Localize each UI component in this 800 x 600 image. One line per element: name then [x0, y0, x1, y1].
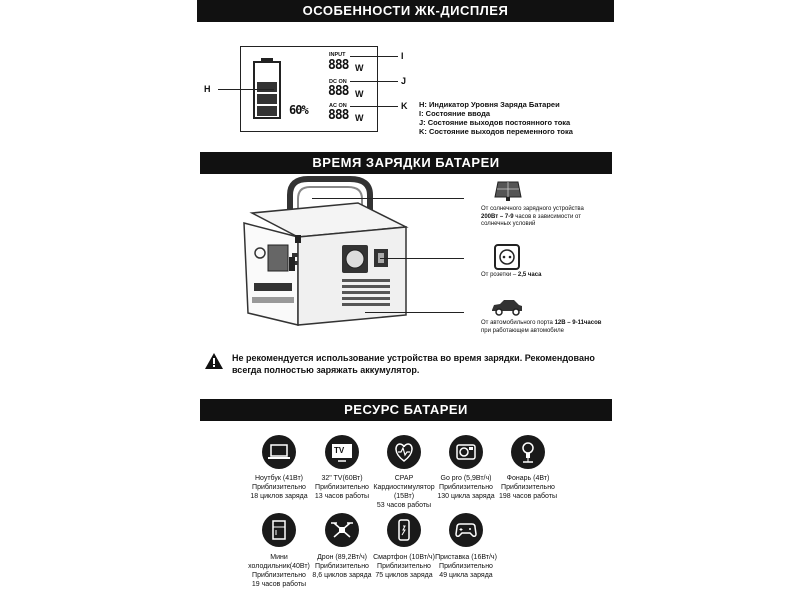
- legend-i: I: Состояние ввода: [419, 109, 491, 118]
- gamepad-icon: [449, 513, 483, 547]
- lcd-dc-label: DC ON: [329, 79, 347, 85]
- cpap-heart-icon: [387, 435, 421, 469]
- lcd-dc-digits: 888: [328, 84, 350, 99]
- charge-line-outlet: [380, 258, 464, 259]
- label-k: K: [401, 101, 408, 111]
- leader-line-i: [350, 56, 398, 57]
- lcd-ac-label: AC ON: [329, 103, 347, 109]
- tv-icon: TV: [325, 435, 359, 469]
- label-i: I: [401, 51, 404, 61]
- outlet-charge-text: От розетки – 2,5 часа: [481, 272, 542, 278]
- legend-j: J: Состояние выходов постоянного тока: [419, 118, 571, 127]
- lcd-dc-unit: W: [355, 89, 364, 99]
- charge-line-car: [365, 312, 464, 313]
- mini-fridge-icon: [262, 513, 296, 547]
- solar-panel-icon: [494, 181, 522, 201]
- resource-section-title: РЕСУРС БАТАРЕИ: [200, 399, 612, 421]
- leader-line-j: [350, 81, 398, 82]
- lcd-section-title: ОСОБЕННОСТИ ЖК-ДИСПЛЕЯ: [197, 0, 614, 22]
- warning-icon: [205, 353, 223, 369]
- charge-line-solar: [312, 198, 464, 199]
- car-icon: [492, 300, 522, 316]
- legend-h: H: Индикатор Уровня Заряда Батареи: [419, 100, 560, 109]
- lcd-input-label: INPUT: [329, 52, 346, 58]
- legend-k: K: Состояние выходов переменного тока: [419, 127, 573, 136]
- drone-icon: [325, 513, 359, 547]
- outlet-icon: [494, 244, 520, 270]
- smartphone-icon: [387, 513, 421, 547]
- lcd-percent: 60%: [289, 103, 309, 117]
- lcd-ac-digits: 888: [328, 108, 350, 123]
- gopro-camera-icon: [449, 435, 483, 469]
- lamp-icon: [511, 435, 545, 469]
- lcd-input-digits: 888: [328, 58, 350, 73]
- leader-line-h: [218, 89, 274, 90]
- label-h: H: [204, 84, 211, 94]
- battery-level-icon: [253, 58, 281, 119]
- tv-icon-label: TV: [334, 446, 345, 455]
- laptop-icon: [262, 435, 296, 469]
- car-charge-text: От автомобильного порта 12В – 9-11часов …: [481, 320, 602, 334]
- lcd-legend: H: Индикатор Уровня Заряда Батареи I: Со…: [419, 100, 573, 136]
- charging-section-title: ВРЕМЯ ЗАРЯДКИ БАТАРЕИ: [200, 152, 612, 174]
- leader-line-k: [350, 106, 398, 107]
- lcd-ac-unit: W: [355, 113, 364, 123]
- solar-charge-text: От солнечного зарядного устройства 200Вт…: [481, 206, 584, 227]
- power-station-illustration: [243, 176, 409, 326]
- label-j: J: [401, 76, 407, 86]
- charging-warning-text: Не рекомендуется использование устройств…: [232, 353, 595, 375]
- lcd-input-unit: W: [355, 63, 364, 73]
